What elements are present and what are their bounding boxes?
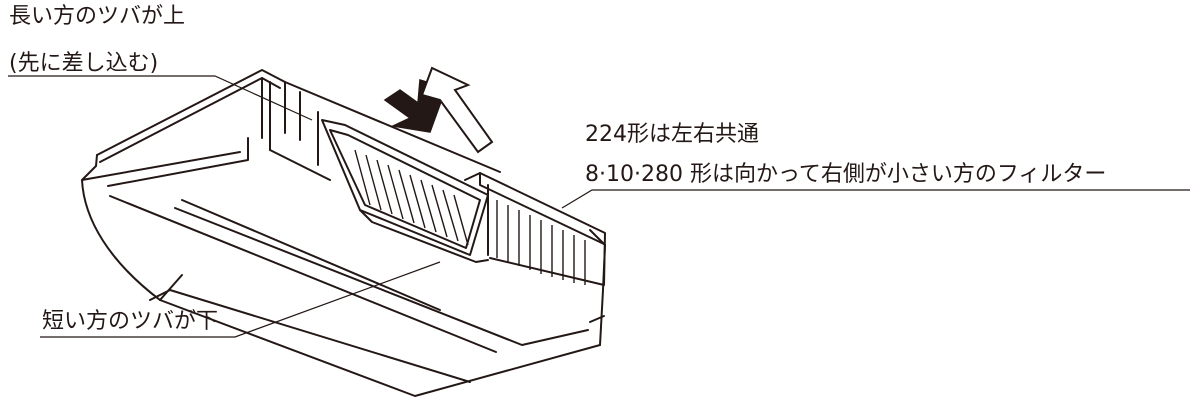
- model-224-note: 224形は左右共通: [585, 122, 759, 147]
- filter-right: [464, 172, 606, 286]
- leader-long-flange: [8, 75, 313, 121]
- leader-short-flange: [40, 261, 441, 338]
- insertion-arrows-icon: [383, 66, 494, 154]
- model-other-note: 8·10·280 形は向かって右側が小さい方のフィルター: [585, 162, 1107, 187]
- long-flange-label: 長い方のツバが上: [9, 4, 186, 29]
- leader-filter-size: [561, 189, 1190, 209]
- long-flange-note: (先に差し込む): [9, 51, 159, 76]
- short-flange-label: 短い方のツバが下: [42, 309, 219, 334]
- unit-body: [81, 69, 606, 397]
- filter-left: [321, 119, 489, 263]
